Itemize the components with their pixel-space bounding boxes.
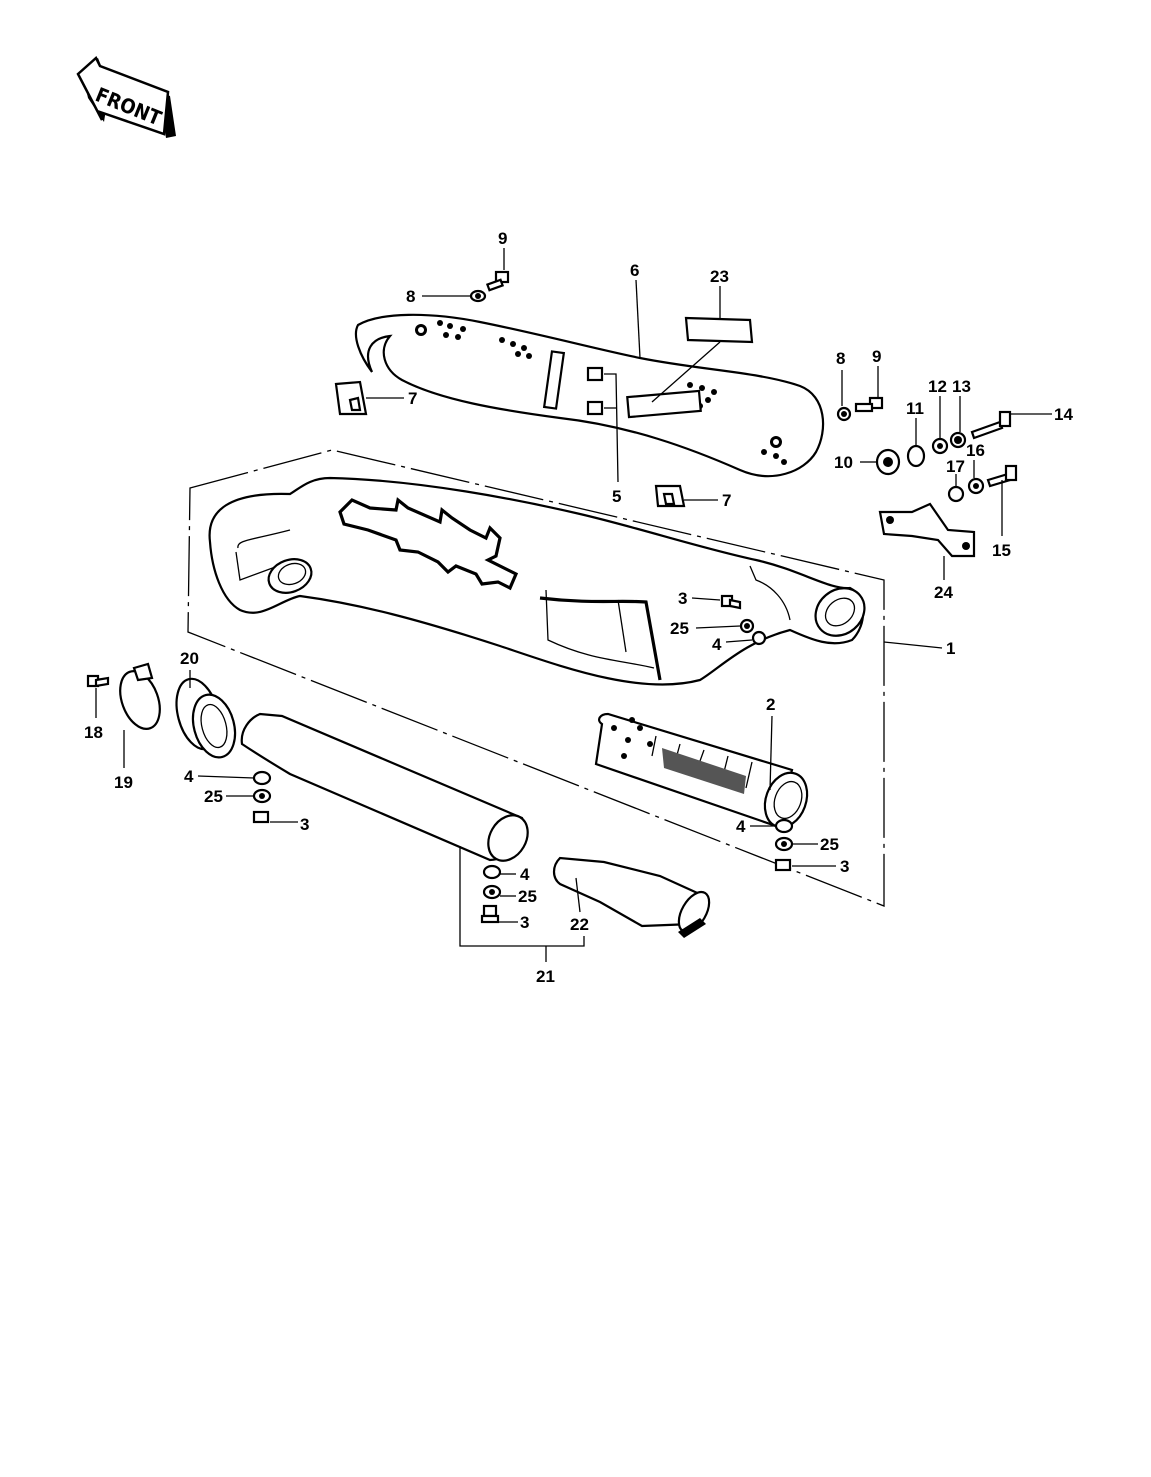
callout-16: 16 bbox=[966, 441, 985, 460]
callout-4: 4 bbox=[736, 817, 746, 836]
fastener-stack bbox=[774, 818, 794, 872]
callout-3: 3 bbox=[300, 815, 309, 834]
callout-5: 5 bbox=[612, 487, 621, 506]
callout-4: 4 bbox=[712, 635, 722, 654]
gasket bbox=[175, 677, 237, 759]
label-plate bbox=[684, 316, 754, 344]
callout-7: 7 bbox=[722, 491, 731, 510]
callout-9: 9 bbox=[498, 229, 507, 248]
fastener-stack bbox=[720, 594, 767, 646]
callout-21: 21 bbox=[536, 967, 555, 986]
baffle bbox=[594, 712, 809, 829]
callout-12: 12 bbox=[928, 377, 947, 396]
callout-6: 6 bbox=[630, 261, 639, 280]
muffler-bracket bbox=[878, 502, 976, 558]
callout-15: 15 bbox=[992, 541, 1011, 560]
assembly-boundary bbox=[187, 449, 885, 907]
callout-23: 23 bbox=[710, 267, 729, 286]
hose-clamp bbox=[119, 662, 161, 730]
callout-8: 8 bbox=[406, 287, 415, 306]
callout-10: 10 bbox=[834, 453, 853, 472]
callout-25: 25 bbox=[670, 619, 689, 638]
front-arrow-icon: FRONT bbox=[76, 55, 176, 138]
callout-19: 19 bbox=[114, 773, 133, 792]
callout-4: 4 bbox=[520, 865, 530, 884]
callout-20: 20 bbox=[180, 649, 199, 668]
callout-22: 22 bbox=[570, 915, 589, 934]
tail-pipe bbox=[552, 856, 711, 938]
callout-1: 1 bbox=[946, 639, 955, 658]
callouts: 9 8 6 23 7 5 7 8 9 12 13 11 14 10 16 17 … bbox=[84, 229, 1073, 986]
heat-cover bbox=[354, 313, 825, 478]
callout-13: 13 bbox=[952, 377, 971, 396]
clip bbox=[586, 366, 604, 382]
callout-9: 9 bbox=[872, 347, 881, 366]
rubber-mount bbox=[836, 396, 1018, 503]
leader-lines bbox=[95, 248, 1052, 962]
fastener-stack bbox=[480, 864, 502, 924]
callout-7: 7 bbox=[408, 389, 417, 408]
cover-clamp bbox=[654, 484, 686, 508]
muffler bbox=[208, 476, 866, 686]
callout-17: 17 bbox=[946, 457, 965, 476]
nut bbox=[469, 289, 487, 303]
callout-3: 3 bbox=[520, 913, 529, 932]
callout-11: 11 bbox=[906, 399, 924, 418]
callout-25: 25 bbox=[518, 887, 537, 906]
clip bbox=[586, 400, 604, 416]
exhaust-pipe bbox=[240, 712, 529, 862]
callout-18: 18 bbox=[84, 723, 103, 742]
callout-2: 2 bbox=[766, 695, 775, 714]
callout-3: 3 bbox=[840, 857, 849, 876]
callout-3: 3 bbox=[678, 589, 687, 608]
callout-8: 8 bbox=[836, 349, 845, 368]
callout-14: 14 bbox=[1054, 405, 1073, 424]
fastener-stack bbox=[252, 770, 272, 824]
callout-25: 25 bbox=[820, 835, 839, 854]
callout-4: 4 bbox=[184, 767, 194, 786]
callout-24: 24 bbox=[934, 583, 953, 602]
bolt bbox=[485, 270, 510, 292]
cover-clamp bbox=[334, 380, 368, 416]
clamp-screw bbox=[86, 674, 110, 688]
callout-25: 25 bbox=[204, 787, 223, 806]
